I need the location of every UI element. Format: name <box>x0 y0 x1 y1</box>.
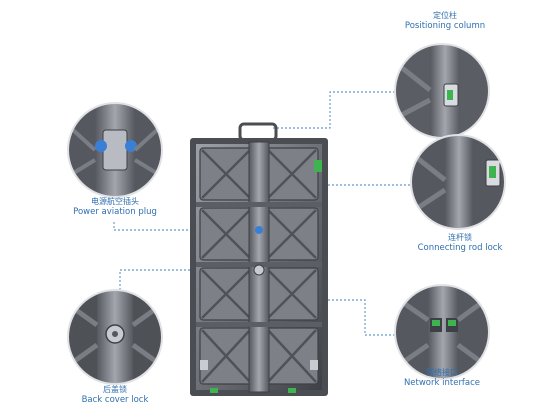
label-network-cn: 网络接口 <box>426 368 458 377</box>
zoom-circle-back-cover <box>67 289 163 385</box>
label-back-cover-en: Back cover lock <box>81 395 149 405</box>
label-connecting-rod-en: Connecting rod lock <box>417 243 503 253</box>
label-positioning-en: Positioning column <box>404 21 486 31</box>
leader-line-back-cover <box>119 269 200 290</box>
label-connecting-rod-lock: 连杆锁 Connecting rod lock <box>405 233 515 254</box>
zoom-circle-connecting-rod <box>410 134 506 230</box>
label-back-cover-cn: 后盖锁 <box>103 385 127 394</box>
led-cabinet-rear <box>190 122 328 396</box>
label-back-cover-lock: 后盖锁 Back cover lock <box>60 385 170 406</box>
label-positioning-cn: 定位柱 <box>433 11 457 20</box>
label-network-interface: 网络接口 Network interface <box>387 368 497 389</box>
zoom-circle-positioning <box>394 43 490 139</box>
label-power-aviation-plug: 电源航空插头 Power aviation plug <box>60 197 170 218</box>
label-network-en: Network interface <box>403 378 481 388</box>
label-positioning-column: 定位柱 Positioning column <box>390 11 500 32</box>
label-power-plug-cn: 电源航空插头 <box>91 197 139 206</box>
leader-line-network <box>320 299 395 336</box>
label-connecting-rod-cn: 连杆锁 <box>448 233 472 242</box>
zoom-circle-power-plug <box>67 102 163 198</box>
label-power-plug-en: Power aviation plug <box>73 207 157 217</box>
zoom-circle-network <box>394 284 490 380</box>
leader-line-positioning <box>272 91 395 129</box>
leader-line-connecting-rod <box>324 168 410 186</box>
cabinet-handle <box>238 122 278 142</box>
